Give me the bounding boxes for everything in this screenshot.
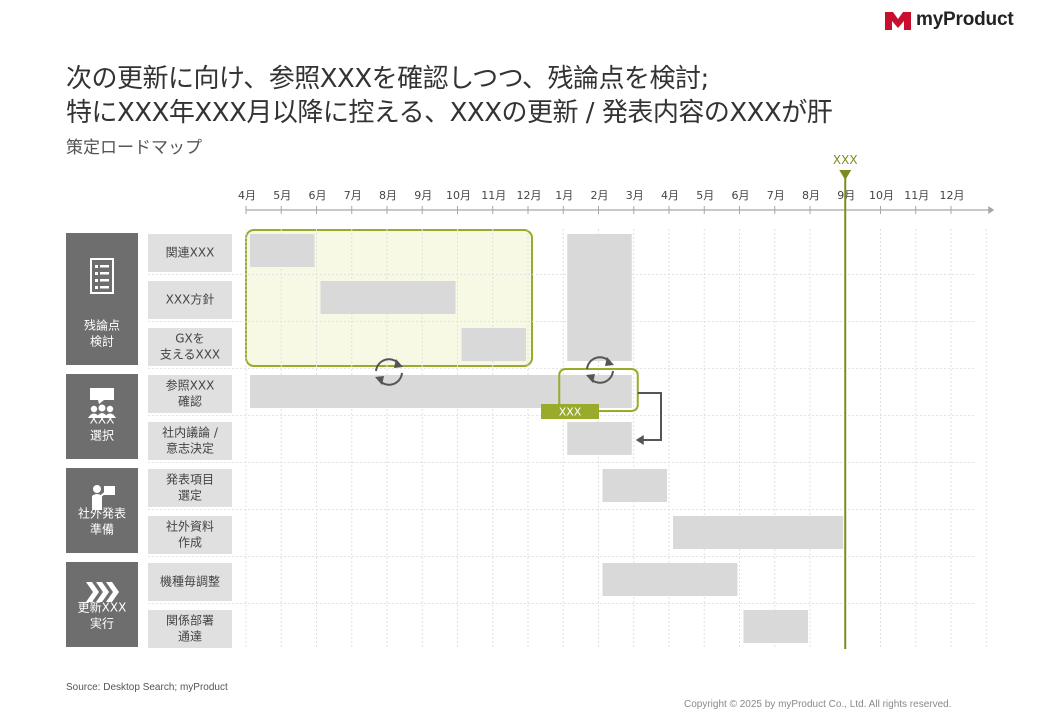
row-label-box <box>148 469 232 507</box>
month-label: 9月 <box>414 189 432 202</box>
row-label-box <box>148 422 232 460</box>
row-label: 社外資料作成 <box>166 518 214 549</box>
month-label: 5月 <box>273 189 291 202</box>
task-bar <box>673 516 844 549</box>
group-box <box>66 233 138 365</box>
month-label: 5月 <box>696 189 714 202</box>
month-label: 7月 <box>767 189 785 202</box>
row-label: 関連XXX <box>166 245 215 259</box>
row-label: 発表項目選定 <box>166 472 214 502</box>
copyright-note: Copyright © 2025 by myProduct Co., Ltd. … <box>684 699 952 710</box>
meeting-icon <box>88 388 116 418</box>
month-label: 6月 <box>309 189 327 202</box>
slide-title: 次の更新に向け、参照XXXを確認しつつ、残論点を検討; 特にXXX年XXX月以降… <box>66 62 1026 130</box>
group-box <box>66 562 138 647</box>
source-note: Source: Desktop Search; myProduct <box>66 682 228 693</box>
presenter-icon <box>92 485 115 510</box>
title-line-1: 次の更新に向け、参照XXXを確認しつつ、残論点を検討; <box>66 64 709 94</box>
month-label: 4月 <box>661 189 679 202</box>
task-bar <box>743 610 808 643</box>
brand-mark-icon <box>885 12 911 30</box>
cycle-icon <box>586 356 614 384</box>
month-label: 11月 <box>904 189 929 202</box>
month-label: 1月 <box>555 189 573 202</box>
checklist-icon <box>90 258 114 294</box>
month-label: 6月 <box>732 189 750 202</box>
month-label: 10月 <box>869 189 894 202</box>
row-label-box <box>148 328 232 366</box>
feedback-arrowhead-icon <box>635 435 644 445</box>
month-label: 2月 <box>591 189 609 202</box>
row-label: 機種毎調整 <box>160 573 220 588</box>
milestone-marker-icon <box>839 170 852 180</box>
timeline-arrow-icon <box>988 206 995 214</box>
month-label: 8月 <box>379 189 397 202</box>
row-label: XXX方針 <box>166 291 215 306</box>
month-label: 7月 <box>344 189 362 202</box>
group-label: 社外発表準備 <box>78 505 126 536</box>
month-label: 11月 <box>481 189 506 202</box>
cycle-icon <box>375 358 403 386</box>
title-line-2: 特にXXX年XXX月以降に控える、XXXの更新 / 発表内容のXXXが肝 <box>66 98 833 128</box>
month-label: 8月 <box>802 189 820 202</box>
month-label: 3月 <box>626 189 644 202</box>
row-label-box <box>148 563 232 601</box>
task-bar <box>461 328 526 361</box>
month-label: 12月 <box>940 189 965 202</box>
task-bar <box>567 234 632 361</box>
row-label-box <box>148 281 232 319</box>
row-label-box <box>148 516 232 554</box>
month-label: 10月 <box>446 189 471 202</box>
task-bar <box>250 234 315 267</box>
slide-subtitle: 策定ロードマップ <box>66 138 202 158</box>
feedback-arrow <box>637 392 662 441</box>
row-label: 関係部署通達 <box>166 612 214 643</box>
milestone-label: XXX <box>833 153 858 167</box>
row-label: 社内議論 /意志決定 <box>162 424 219 455</box>
xxx-tag-label: XXX <box>559 406 582 419</box>
group-label: 残論点検討 <box>84 317 120 348</box>
chevrons-icon <box>86 582 119 602</box>
brand-name: myProduct <box>916 9 1014 30</box>
month-label: 12月 <box>517 189 542 202</box>
task-bar <box>602 469 667 502</box>
xxx-tag <box>541 404 599 419</box>
row-label-box <box>148 610 232 648</box>
task-bar <box>567 422 632 455</box>
task-bar <box>250 375 632 408</box>
row-label-box <box>148 234 232 272</box>
row-label: GXを支えるXXX <box>160 331 220 361</box>
brand-logo: myProduct <box>885 9 1014 31</box>
task-bar <box>320 281 456 314</box>
group-box <box>66 468 138 553</box>
task-bar <box>602 563 738 596</box>
row-label-box <box>148 375 232 413</box>
month-label: 4月 <box>238 189 256 202</box>
